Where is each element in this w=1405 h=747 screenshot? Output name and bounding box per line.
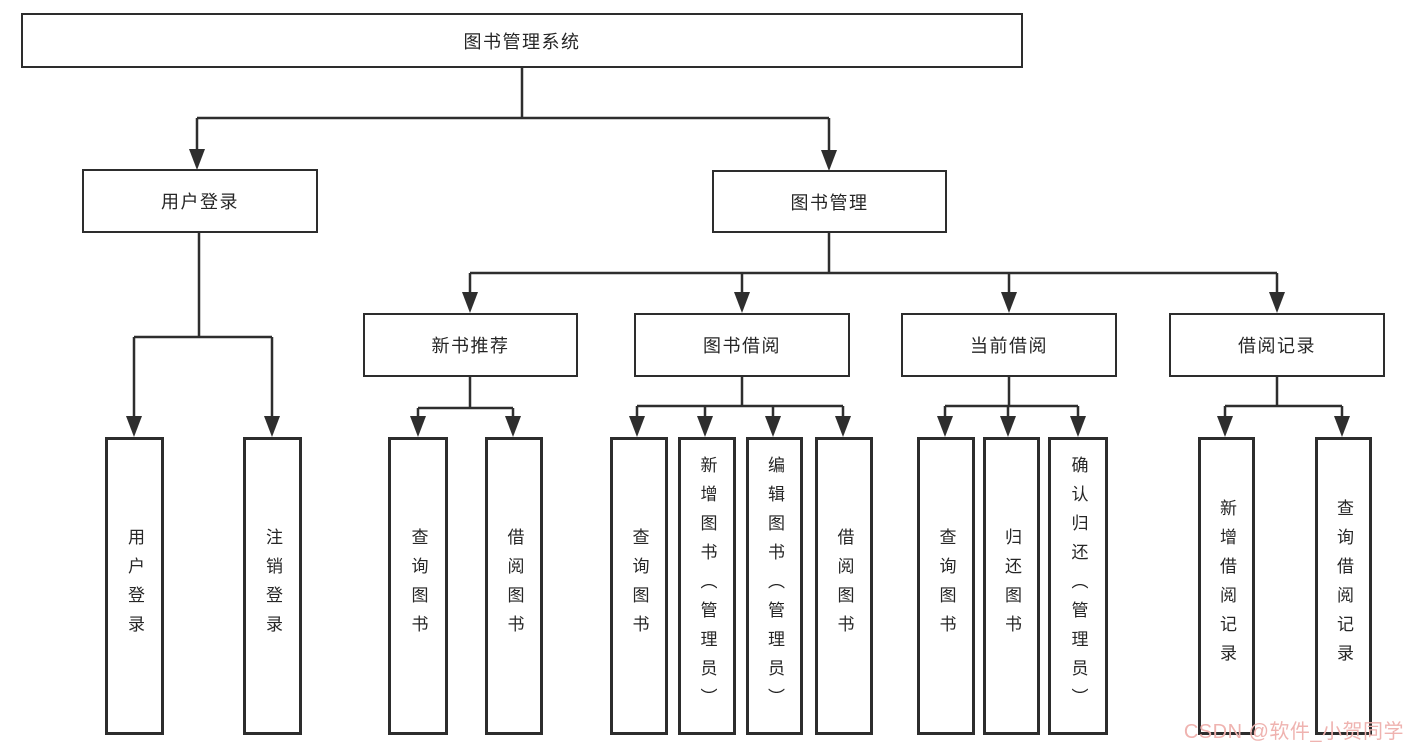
leaf-query-books-borrowing: 查询图书 (610, 437, 668, 735)
arrowhead (629, 416, 645, 437)
edges-book-borrowing-to-leaves (629, 377, 851, 437)
leaf-user-login: 用户登录 (105, 437, 164, 735)
leaf-borrow-books-recommend: 借阅图书 (485, 437, 543, 735)
leaf-label: 编辑图书（管理员） (765, 455, 784, 717)
arrowhead (462, 292, 478, 313)
leaf-label: 确认归还（管理员） (1068, 455, 1088, 717)
arrowhead (765, 416, 781, 437)
node-label: 借阅记录 (1238, 336, 1316, 356)
edges-borrowing-records-to-leaves (1217, 377, 1350, 437)
leaf-label: 用户登录 (125, 528, 144, 644)
node-label: 图书借阅 (703, 336, 781, 356)
leaf-label: 注销登录 (263, 528, 282, 644)
arrowhead (1001, 292, 1017, 313)
node-label: 图书管理 (790, 192, 869, 213)
arrowhead (1269, 292, 1285, 313)
arrowhead (410, 416, 426, 437)
arrowhead (734, 292, 750, 313)
leaf-add-borrow-record: 新增借阅记录 (1198, 437, 1255, 735)
arrowhead (937, 416, 953, 437)
arrowhead (1070, 416, 1086, 437)
leaf-query-borrow-record: 查询借阅记录 (1315, 437, 1372, 735)
node-current-borrowing: 当前借阅 (901, 313, 1117, 377)
node-label: 图书管理系统 (463, 31, 581, 52)
leaf-return-book: 归还图书 (983, 437, 1040, 735)
leaf-add-book-admin: 新增图书（管理员） (678, 437, 736, 735)
node-book-management: 图书管理 (712, 170, 947, 233)
edges-book-management-to-level3 (462, 233, 1285, 313)
edges-new-book-recommend-to-leaves (410, 377, 521, 437)
node-book-borrowing: 图书借阅 (634, 313, 850, 377)
node-label: 当前借阅 (970, 336, 1048, 356)
leaf-label: 新增图书（管理员） (697, 455, 717, 717)
arrowhead (126, 416, 142, 437)
node-label: 新书推荐 (431, 336, 510, 356)
node-user-login: 用户登录 (82, 169, 318, 233)
leaf-borrow-books-borrowing: 借阅图书 (815, 437, 873, 735)
arrowhead (697, 416, 713, 437)
node-label: 用户登录 (161, 192, 239, 212)
arrowhead (264, 416, 280, 437)
node-root-system: 图书管理系统 (21, 13, 1023, 68)
edges-user-login-to-leaves (126, 233, 280, 437)
leaf-label: 查询图书 (629, 528, 649, 644)
arrowhead (505, 416, 521, 437)
csdn-watermark: CSDN @软件_小贺同学 (1183, 721, 1404, 743)
leaf-edit-book-admin: 编辑图书（管理员） (746, 437, 803, 735)
node-borrowing-records: 借阅记录 (1169, 313, 1385, 377)
leaf-label: 借阅图书 (504, 528, 524, 644)
leaf-logout: 注销登录 (243, 437, 302, 735)
leaf-label: 归还图书 (1002, 528, 1021, 644)
leaf-label: 查询借阅记录 (1334, 499, 1353, 673)
leaf-label: 查询图书 (936, 528, 956, 644)
leaf-label: 新增借阅记录 (1217, 499, 1236, 673)
leaf-query-books-current: 查询图书 (917, 437, 975, 735)
arrowhead (1000, 416, 1016, 437)
arrowhead (1217, 416, 1233, 437)
arrowhead (821, 150, 837, 171)
edges-current-borrowing-to-leaves (937, 377, 1086, 437)
edges-root-to-level2 (189, 68, 837, 171)
node-new-book-recommend: 新书推荐 (363, 313, 578, 377)
leaf-label: 借阅图书 (834, 528, 854, 644)
leaf-confirm-return-admin: 确认归还（管理员） (1048, 437, 1108, 735)
arrowhead (835, 416, 851, 437)
leaf-query-books-recommend: 查询图书 (388, 437, 448, 735)
arrowhead (1334, 416, 1350, 437)
arrowhead (189, 149, 205, 170)
leaf-label: 查询图书 (408, 528, 428, 644)
